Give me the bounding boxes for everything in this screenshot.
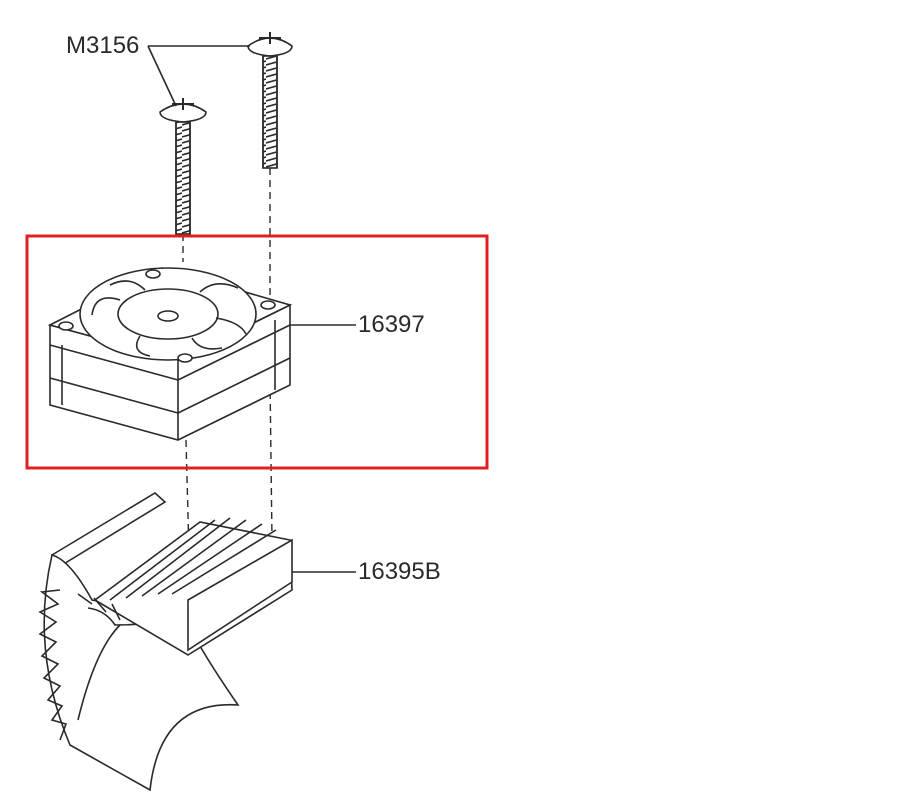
highlight-box: [25, 234, 489, 470]
heatsink: [38, 492, 293, 792]
fan-part-number: 16397: [358, 311, 425, 338]
heatsink-part-number: 16395B: [358, 558, 441, 585]
screw-left: [159, 98, 207, 235]
screw-right: [247, 32, 293, 169]
screw-leader-lines: [147, 45, 250, 107]
screw-part-number: M3156: [66, 32, 140, 59]
cooling-fan: [47, 267, 293, 441]
